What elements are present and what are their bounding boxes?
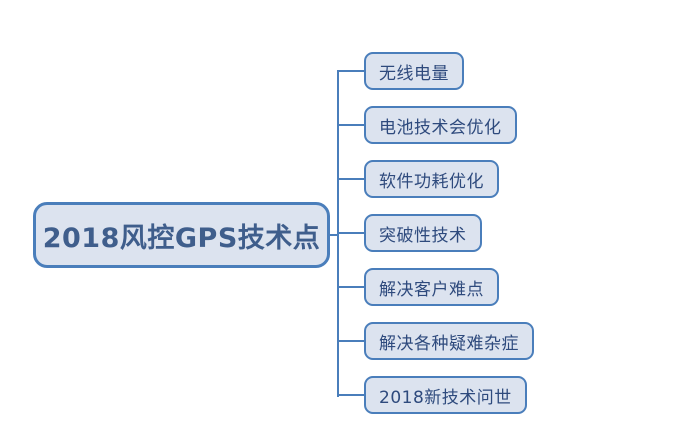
child-node-7-label: 2018新技术问世 [379,387,512,408]
connector-branch-7 [337,387,364,397]
connector-branch-3 [337,178,364,187]
connector-branch-5 [337,279,364,288]
connector-branch-1 [337,70,364,79]
child-node-4-label: 突破性技术 [379,225,467,246]
child-node-1[interactable]: 无线电量 [364,52,464,90]
child-node-2-label: 电池技术会优化 [379,117,502,138]
child-node-5-label: 解决客户难点 [379,279,484,300]
child-node-7[interactable]: 2018新技术问世 [364,376,527,414]
child-node-3[interactable]: 软件功耗优化 [364,160,499,198]
connector-branch-2 [337,123,364,133]
child-node-6-label: 解决各种疑难杂症 [379,333,519,354]
root-node-label: 2018风控GPS技术点 [42,222,321,254]
root-node[interactable]: 2018风控GPS技术点 [33,202,330,268]
child-node-1-label: 无线电量 [379,63,449,84]
child-node-5[interactable]: 解决客户难点 [364,268,499,306]
child-node-3-label: 软件功耗优化 [379,171,484,192]
connector-branch-6 [337,333,364,343]
child-node-2[interactable]: 电池技术会优化 [364,106,517,144]
child-node-4[interactable]: 突破性技术 [364,214,482,252]
child-node-6[interactable]: 解决各种疑难杂症 [364,322,534,360]
